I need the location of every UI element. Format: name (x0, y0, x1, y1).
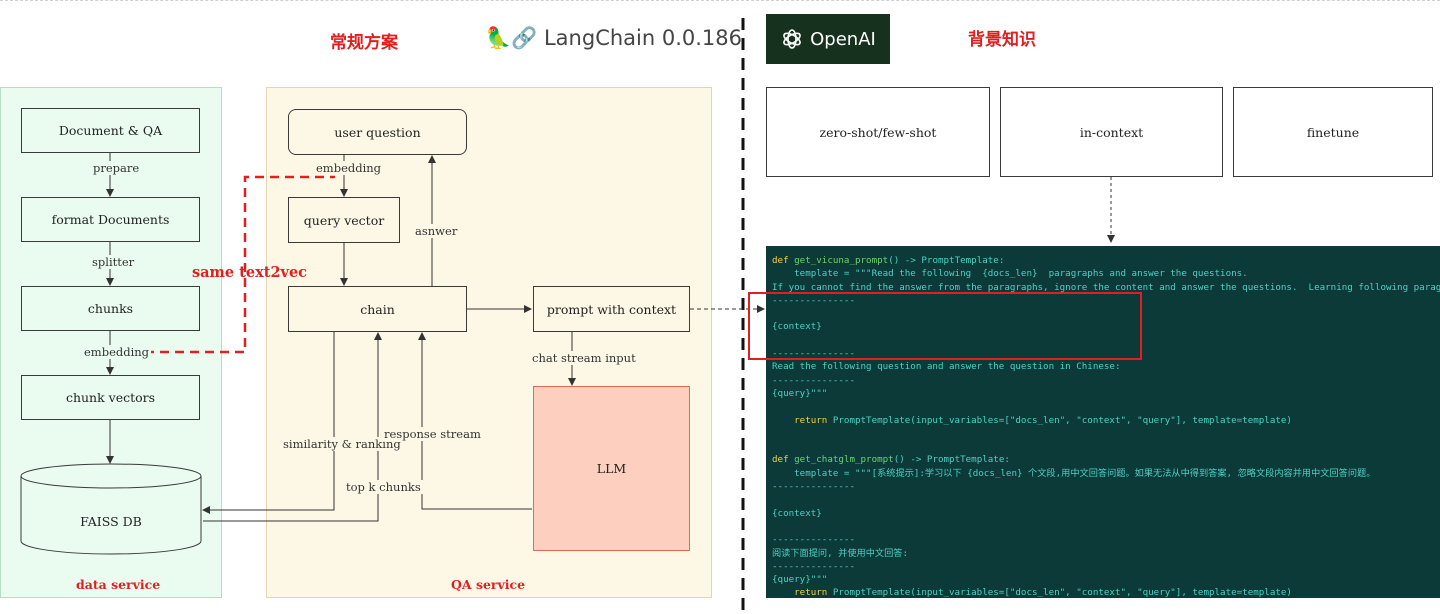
node-llm: LLM (533, 386, 690, 551)
edge-label-answer: asnwer (413, 224, 460, 238)
same-text2vec-dashed-link (145, 175, 335, 354)
openai-icon (783, 29, 801, 49)
code-line (772, 520, 1440, 533)
langchain-version-label: LangChain 0.0.186 (543, 26, 743, 50)
code-token: --------------- (772, 534, 855, 546)
edge-label-prepare: prepare (91, 161, 142, 175)
edge-chain-to-faiss (202, 332, 335, 514)
code-line: {query}""" (772, 573, 1440, 586)
code-token: Read the following question and answer t… (772, 361, 1121, 373)
edge-label-embedding-qa: embedding (314, 161, 384, 175)
code-token: --------------- (772, 560, 855, 572)
code-token: return (772, 587, 833, 598)
edge-llm-to-chain (418, 332, 532, 510)
code-token: {query}""" (772, 387, 828, 399)
code-line: def get_chatglm_prompt() -> PromptTempla… (772, 453, 1440, 466)
node-query-vector: query vector (288, 197, 400, 243)
parrot-chain-icon: 🦜🔗 (485, 26, 538, 50)
code-line (772, 400, 1440, 413)
code-line (772, 440, 1440, 453)
code-token: () -> PromptTemplate: (888, 255, 1005, 266)
code-token: template = """Read the following {docs_l… (772, 268, 1248, 280)
code-line: return PromptTemplate(input_variables=["… (772, 586, 1440, 598)
code-line: --------------- (772, 560, 1440, 573)
edge-label-response-stream: response stream (382, 427, 483, 441)
node-chain: chain (288, 286, 467, 332)
node-user-question: user question (288, 109, 467, 155)
langchain-title: 🦜🔗 LangChain 0.0.186 (485, 26, 742, 51)
edge-label-chat-stream-input: chat stream input (530, 351, 638, 365)
code-line: If you cannot find the answer from the p… (772, 281, 1440, 294)
code-token: {query}""" (772, 574, 828, 586)
node-chunk-vectors: chunk vectors (21, 375, 200, 420)
code-line: --------------- (772, 347, 1440, 360)
code-lines: def get_vicuna_prompt() -> PromptTemplat… (772, 254, 1440, 598)
top-border (0, 0, 1440, 3)
code-token: PromptTemplate(input_variables=["docs_le… (832, 414, 1292, 426)
code-token: --------------- (772, 374, 855, 386)
qa-service-title: QA service (451, 577, 526, 592)
code-line: --------------- (772, 533, 1440, 546)
code-line: Read the following question and answer t… (772, 360, 1440, 373)
conventional-approach-title: 常规方案 (330, 33, 398, 53)
code-line (772, 427, 1440, 440)
code-line: --------------- (772, 480, 1440, 493)
context-highlight-box (748, 292, 1142, 360)
box-zero-few-shot: zero-shot/few-shot (766, 87, 990, 177)
code-line: 阅读下面提问, 并使用中文回答: (772, 547, 1440, 560)
code-line: --------------- (772, 294, 1440, 307)
code-token: If you cannot find the answer from the p… (772, 281, 1440, 293)
same-text2vec-annotation: same text2vec (192, 264, 308, 281)
node-faiss-db-shape (20, 463, 202, 555)
code-token: def (772, 454, 795, 466)
node-document-qa: Document & QA (21, 108, 200, 153)
code-token: () -> PromptTemplate: (893, 454, 1010, 466)
edge-label-splitter: splitter (90, 255, 137, 269)
node-prompt-with-context: prompt with context (533, 286, 690, 332)
code-line: template = """[系统提示]:学习以下 {docs_len} 个文段… (772, 467, 1440, 480)
code-line: {query}""" (772, 387, 1440, 400)
code-token: --------------- (772, 348, 855, 360)
node-chunks: chunks (21, 286, 200, 331)
box-finetune: finetune (1233, 87, 1433, 177)
code-line (772, 493, 1440, 506)
code-line: --------------- (772, 374, 1440, 387)
code-line: {context} (772, 320, 1440, 333)
code-token: return (772, 414, 833, 426)
code-token: get_chatglm_prompt (794, 454, 894, 466)
edge-label-similarity-ranking: similarity & ranking (281, 437, 403, 451)
edge-faiss-to-chain (203, 332, 382, 522)
edge-label-top-k-chunks: top k chunks (344, 480, 423, 494)
node-format-documents: format Documents (21, 197, 200, 242)
openai-logo: OpenAI (766, 14, 890, 64)
prompt-template-code-panel: def get_vicuna_prompt() -> PromptTemplat… (766, 246, 1440, 598)
code-token: 阅读下面提问, 并使用中文回答: (772, 547, 909, 559)
code-token: template = """[系统提示]:学习以下 {docs_len} 个文段… (772, 467, 1376, 479)
code-token: PromptTemplate(input_variables=["docs_le… (832, 587, 1292, 598)
code-token: --------------- (772, 294, 855, 306)
code-token: {context} (772, 507, 822, 519)
box-in-context: in-context (1000, 87, 1223, 177)
node-faiss-db-label: FAISS DB (80, 514, 142, 529)
code-line: {context} (772, 507, 1440, 520)
code-token: get_vicuna_prompt (794, 255, 889, 266)
code-line: template = """Read the following {docs_l… (772, 267, 1440, 280)
edge-label-embedding-data: embedding (82, 345, 152, 359)
code-token: {context} (772, 321, 822, 333)
background-knowledge-title: 背景知识 (968, 30, 1036, 50)
openai-label: OpenAI (810, 28, 876, 50)
code-token: def (772, 255, 795, 266)
data-service-title: data service (76, 577, 161, 592)
code-line: return PromptTemplate(input_variables=["… (772, 414, 1440, 427)
code-token: --------------- (772, 481, 855, 493)
code-line: def get_vicuna_prompt() -> PromptTemplat… (772, 254, 1440, 267)
